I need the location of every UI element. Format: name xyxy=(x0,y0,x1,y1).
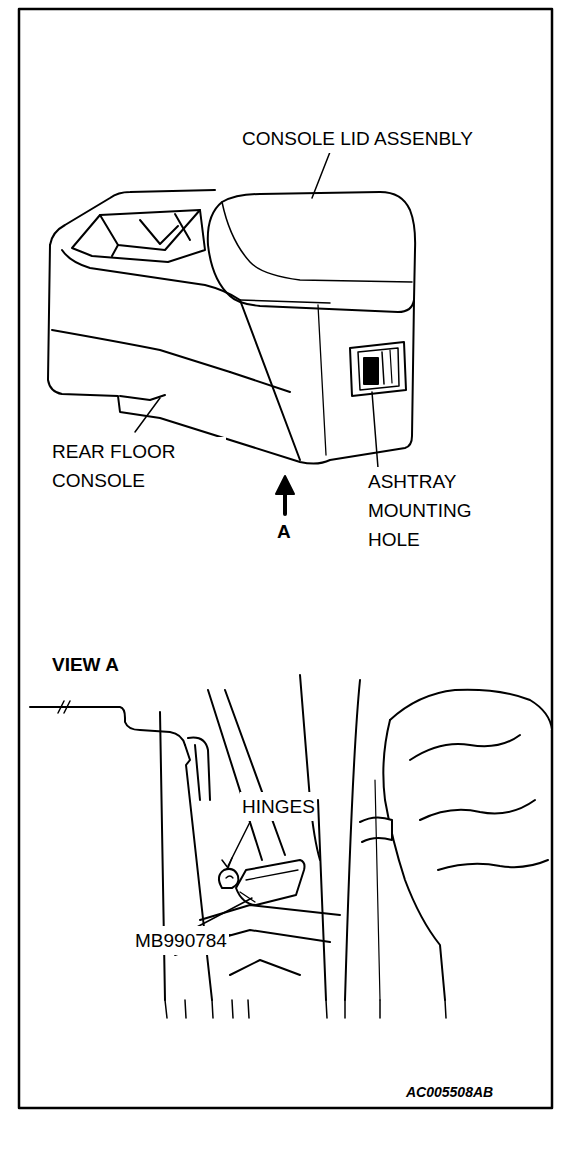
view-a-illustration xyxy=(30,675,552,1018)
leader-line xyxy=(135,398,160,432)
figure-code: AC005508AB xyxy=(404,1082,495,1102)
frame xyxy=(19,9,552,1108)
view-arrow xyxy=(276,476,294,514)
leader-line xyxy=(195,898,252,928)
part-name: ASHTRAY MOUNTING HOLE xyxy=(366,467,510,554)
console-lid-assembly xyxy=(208,192,415,312)
arrowhead xyxy=(222,858,232,868)
tool-number: MB990784 xyxy=(133,926,229,955)
part-name: HINGES xyxy=(240,792,317,821)
part-name: CONSOLE LID ASSENBLY xyxy=(240,124,475,153)
leader-line xyxy=(372,392,378,468)
rear-floor-console xyxy=(48,190,414,464)
ashtray-mounting-hole xyxy=(350,342,406,396)
leader-line xyxy=(312,152,330,198)
view-letter: A xyxy=(275,517,293,546)
view-title: VIEW A xyxy=(50,650,121,679)
part-name: REAR FLOOR CONSOLE xyxy=(50,437,226,495)
